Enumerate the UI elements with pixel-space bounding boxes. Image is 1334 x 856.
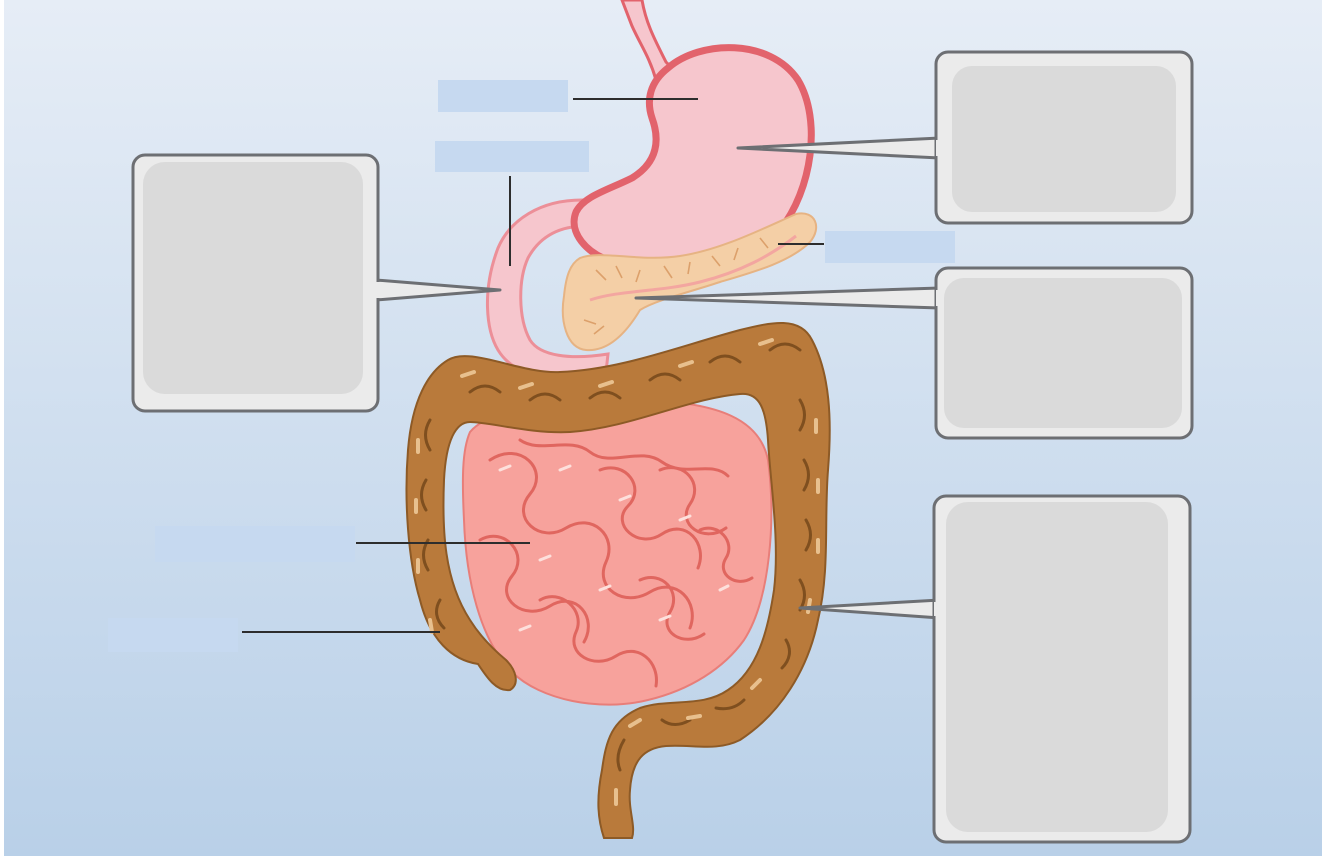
small-intestine-label-slot[interactable]: [155, 526, 355, 562]
left-edge-strip: [0, 0, 4, 856]
esophagus-stomach-label-slot[interactable]: [438, 80, 568, 112]
appendix-label-slot[interactable]: [108, 618, 238, 652]
right-edge-strip: [1322, 0, 1334, 856]
small-intestine-icon: [463, 400, 771, 705]
pancreas-label-slot[interactable]: [825, 231, 955, 263]
duodenum-label-slot[interactable]: [435, 141, 589, 172]
